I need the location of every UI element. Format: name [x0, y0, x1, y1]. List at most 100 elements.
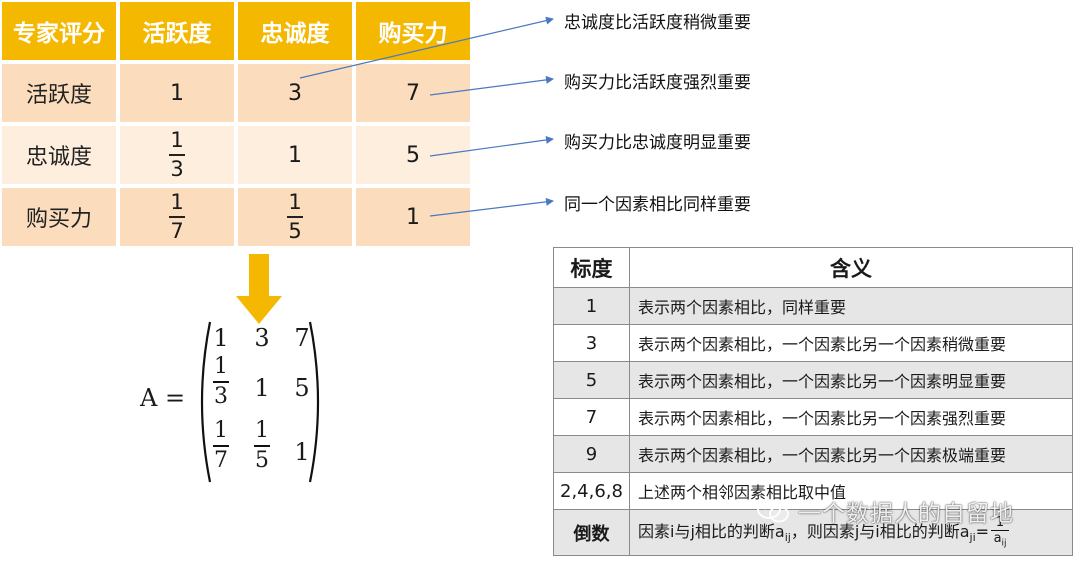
fraction-numerator: 1 — [170, 190, 184, 214]
scale-table-header: 标度 含义 — [553, 247, 1073, 288]
score-cell: 1 7 — [120, 188, 234, 246]
scale-row: 7 表示两个因素相比，一个因素比另一个因素强烈重要 — [553, 398, 1073, 436]
matrix-cell: 7 — [294, 324, 310, 352]
fraction-denominator: 5 — [288, 219, 302, 243]
down-arrow-icon — [236, 254, 282, 324]
score-row-activity: 活跃度 1 3 7 — [2, 64, 472, 122]
fraction-bar — [254, 445, 270, 447]
scale-meaning: 表示两个因素相比，同样重要 — [629, 287, 1073, 325]
arrow-line — [429, 75, 554, 96]
watermark: 一个数据人的自留地 — [756, 494, 1014, 528]
fraction-bar — [169, 154, 185, 156]
right-paren-icon — [308, 321, 320, 483]
scale-meaning: 因素i与j相比的判断aij，则因素j与i相比的判断aji= 1 aij — [629, 509, 1073, 556]
fraction-denominator: 5 — [255, 448, 269, 473]
matrix-cell: 1 — [294, 438, 310, 466]
score-table-header: 专家评分 活跃度 忠诚度 购买力 — [2, 2, 472, 60]
scale-row: 9 表示两个因素相比，一个因素比另一个因素极端重要 — [553, 435, 1073, 473]
annotation-text: 购买力比忠诚度明显重要 — [564, 133, 751, 153]
reciprocal-text: ，则因素j与i相比的判断a — [790, 522, 970, 541]
scale-row: 5 表示两个因素相比，一个因素比另一个因素明显重要 — [553, 361, 1073, 399]
row-label: 购买力 — [2, 188, 116, 246]
scale-value: 1 — [553, 287, 630, 325]
header-cell: 忠诚度 — [238, 2, 352, 60]
fraction: 1 5 — [286, 192, 303, 242]
matrix-cell: 1 — [254, 374, 270, 402]
score-cell: 1 — [120, 64, 234, 122]
subscript: ij — [784, 531, 791, 545]
watermark-text: 一个数据人的自留地 — [798, 501, 1014, 527]
fraction-numerator: 1 — [214, 418, 228, 443]
scale-value: 9 — [553, 435, 630, 473]
fraction-bar — [213, 381, 229, 383]
scale-value: 5 — [553, 361, 630, 399]
fraction-bar — [169, 216, 185, 218]
matrix-cell: 1 — [213, 324, 229, 352]
score-row-purchasing-power: 购买力 1 7 1 5 1 — [2, 188, 472, 246]
subscript: ij — [1001, 538, 1007, 549]
arrow-line — [299, 16, 554, 79]
judgement-matrix: A = 1 3 7 1 3 1 5 1 7 1 5 1 — [140, 318, 340, 486]
fraction-den-base: a — [993, 531, 1002, 547]
matrix-fraction: 1 3 — [206, 356, 236, 408]
fraction-denominator: 3 — [170, 157, 184, 181]
scale-value: 3 — [553, 324, 630, 362]
arrow-line — [429, 135, 554, 157]
scale-table: 标度 含义 1 表示两个因素相比，同样重要 3 表示两个因素相比，一个因素比另一… — [553, 247, 1073, 556]
scale-meaning: 表示两个因素相比，一个因素比另一个因素稍微重要 — [629, 324, 1073, 362]
reciprocal-text: 因素i与j相比的判断a — [638, 522, 785, 541]
fraction-numerator: 1 — [170, 128, 184, 152]
fraction-bar — [287, 216, 303, 218]
header-cell: 购买力 — [356, 2, 470, 60]
score-cell: 1 3 — [120, 126, 234, 184]
reciprocal-fraction: 1 aij — [991, 516, 1010, 549]
fraction-numerator: 1 — [288, 190, 302, 214]
scale-row: 1 表示两个因素相比，同样重要 — [553, 287, 1073, 325]
scale-value: 倒数 — [553, 509, 630, 556]
matrix-fraction: 1 5 — [247, 420, 277, 472]
fraction: 1 3 — [168, 130, 185, 180]
scale-value: 2,4,6,8 — [553, 472, 630, 510]
fraction-bar — [213, 445, 229, 447]
fraction-numerator: 1 — [255, 418, 269, 443]
annotation-text: 购买力比活跃度强烈重要 — [564, 73, 751, 93]
header-cell: 标度 — [553, 247, 630, 288]
equals-sign: = — [975, 522, 990, 541]
matrix-cell: 5 — [294, 374, 310, 402]
scale-meaning: 表示两个因素相比，一个因素比另一个因素强烈重要 — [629, 398, 1073, 436]
scale-meaning: 上述两个相邻因素相比取中值 — [629, 472, 1073, 510]
scale-row: 2,4,6,8 上述两个相邻因素相比取中值 — [553, 472, 1073, 510]
fraction-denominator: aij — [994, 532, 1007, 549]
scale-row-reciprocal: 倒数 因素i与j相比的判断aij，则因素j与i相比的判断aji= 1 aij — [553, 509, 1073, 556]
subscript: ji — [969, 531, 976, 545]
wechat-icon — [757, 499, 789, 523]
row-label: 活跃度 — [2, 64, 116, 122]
header-cell: 含义 — [629, 247, 1073, 288]
arrow-line — [429, 197, 554, 217]
score-cell: 1 5 — [238, 188, 352, 246]
fraction: 1 7 — [168, 192, 185, 242]
header-cell: 专家评分 — [2, 2, 116, 60]
matrix-fraction: 1 7 — [206, 420, 236, 472]
fraction-denominator: 7 — [170, 219, 184, 243]
scale-meaning: 表示两个因素相比，一个因素比另一个因素极端重要 — [629, 435, 1073, 473]
annotation-text: 同一个因素相比同样重要 — [564, 195, 751, 215]
fraction-bar — [991, 530, 1010, 532]
matrix-cell: 3 — [254, 324, 270, 352]
score-cell: 5 — [356, 126, 470, 184]
fraction-denominator: 7 — [214, 448, 228, 473]
score-cell: 1 — [238, 126, 352, 184]
header-cell: 活跃度 — [120, 2, 234, 60]
score-cell: 1 — [356, 188, 470, 246]
scale-row: 3 表示两个因素相比，一个因素比另一个因素稍微重要 — [553, 324, 1073, 362]
fraction-numerator: 1 — [214, 354, 228, 379]
scale-meaning: 表示两个因素相比，一个因素比另一个因素明显重要 — [629, 361, 1073, 399]
left-paren-icon — [200, 321, 212, 483]
scale-value: 7 — [553, 398, 630, 436]
row-label: 忠诚度 — [2, 126, 116, 184]
fraction-denominator: 3 — [214, 384, 228, 409]
score-cell: 7 — [356, 64, 470, 122]
score-row-loyalty: 忠诚度 1 3 1 5 — [2, 126, 472, 184]
matrix-lhs: A = — [140, 384, 186, 412]
